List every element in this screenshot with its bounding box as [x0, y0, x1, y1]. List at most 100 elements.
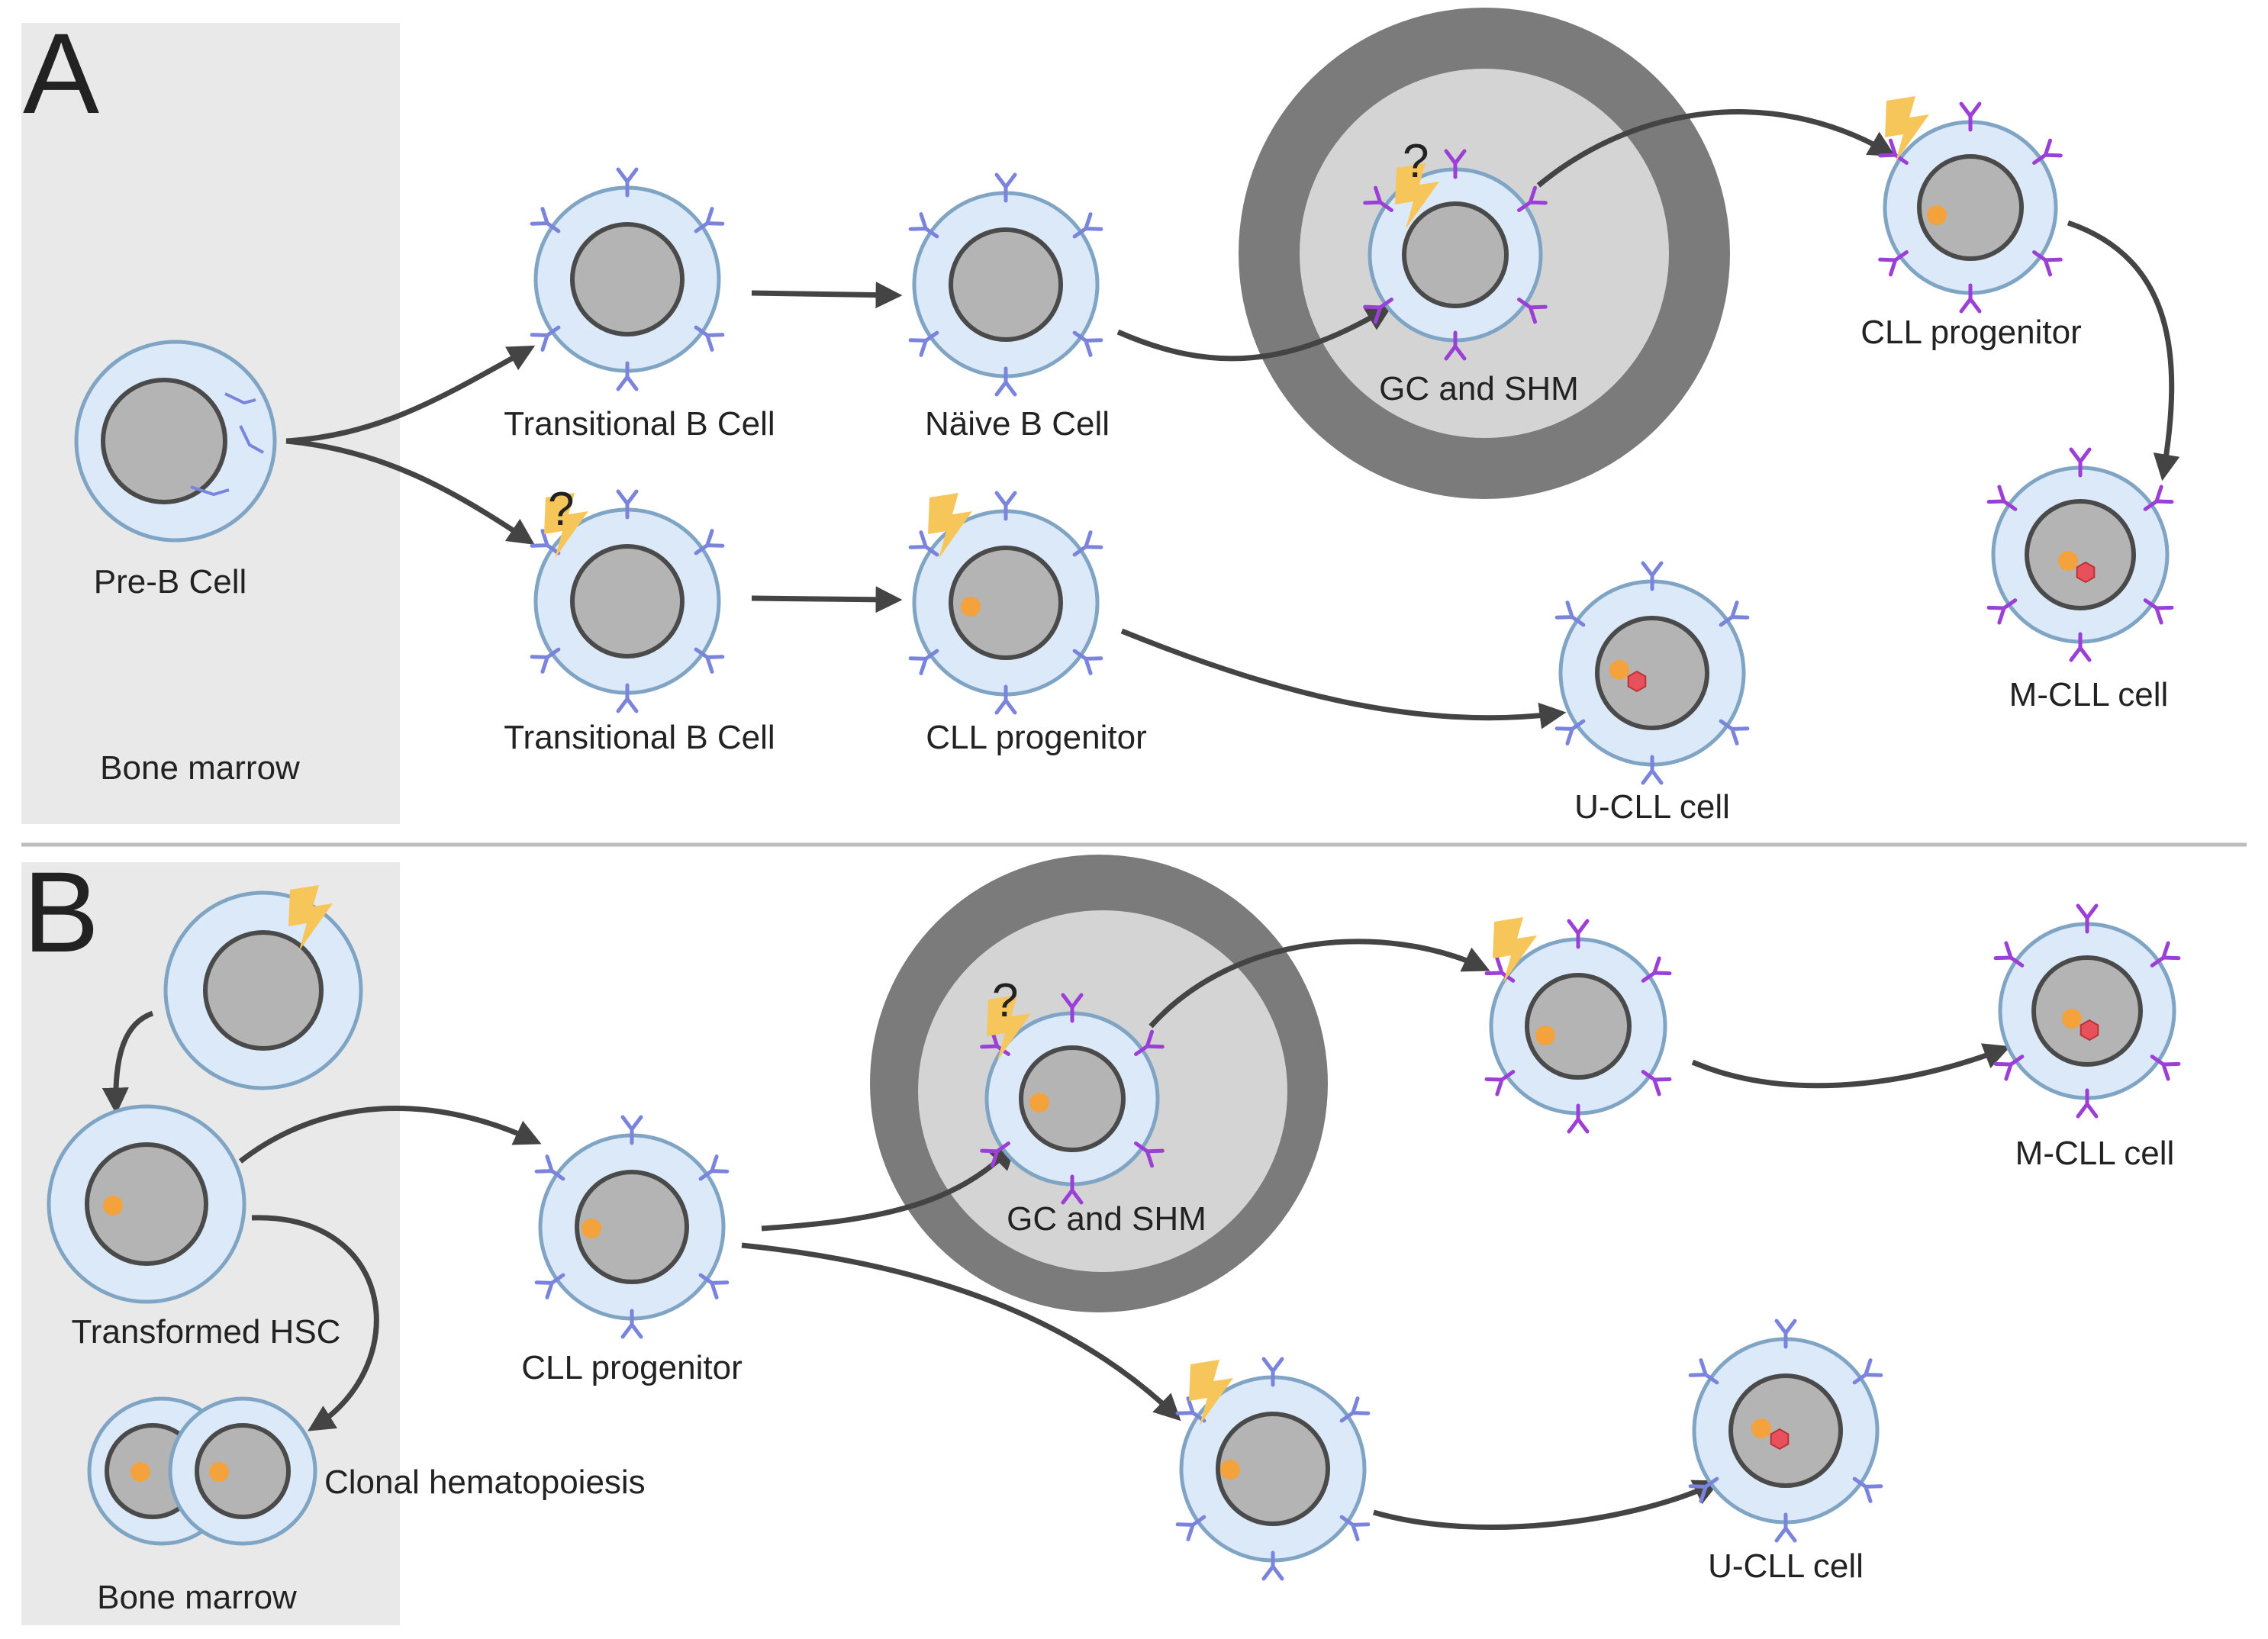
- receptor-icon: [908, 330, 939, 357]
- cell-ucll-a: [1554, 561, 1750, 785]
- mutation-lightning-icon: [1395, 163, 1439, 229]
- receptor-icon: [1567, 1103, 1590, 1134]
- nucleus: [101, 378, 227, 504]
- receptor-icon: [1072, 530, 1103, 557]
- mutation-lightning-icon: [928, 493, 972, 559]
- label-bone-marrow-a: Bone marrow: [100, 749, 300, 787]
- cell-mcll-a: [1986, 447, 2174, 662]
- mutation-lightning-icon: [987, 995, 1031, 1061]
- receptor-icon: [1852, 1476, 1883, 1503]
- arrow-preb-to-transitional-top: [285, 345, 536, 444]
- cells-layer: [47, 96, 2181, 1581]
- first-hit-marker: [209, 1462, 229, 1482]
- receptor-icon: [620, 1115, 643, 1145]
- pre-bcr-chains: [190, 392, 264, 497]
- receptor-icon: [530, 325, 561, 352]
- question-mark-gc-b: ?: [992, 974, 1018, 1027]
- first-hit-marker: [1535, 1026, 1555, 1045]
- receptor-icon: [1641, 956, 1672, 983]
- cell-gc-b-a: [1363, 149, 1548, 361]
- label-cll-progenitor-top: CLL progenitor: [1860, 314, 2081, 351]
- receptor-icon: [1261, 1357, 1284, 1387]
- arrow-cll-progenitor-to-bottom-progenitor: [741, 1242, 1181, 1422]
- cell-gc-b-b: [980, 993, 1165, 1205]
- arrow-naive-to-gc: [1116, 304, 1393, 362]
- arrow-hsc-to-cll-progenitor: [238, 1106, 542, 1164]
- receptor-icon: [530, 529, 561, 555]
- receptor-icon: [1688, 1358, 1719, 1385]
- nucleus: [1402, 201, 1509, 308]
- nucleus: [2025, 499, 2136, 610]
- first-hit-marker: [103, 1196, 123, 1216]
- nucleus: [1019, 1045, 1126, 1152]
- label-transitional-b-cell-top: Transitional B Cell: [504, 405, 775, 443]
- nucleus: [1216, 1412, 1330, 1526]
- nucleus: [1728, 1373, 1843, 1488]
- arrow-preb-to-transitional-bottom: [285, 438, 535, 545]
- cell-cll-progenitor-b-bottom: [1175, 1357, 1371, 1581]
- mutation-lightning-icon: [1493, 917, 1537, 983]
- cell-cll-progenitor-top: [1878, 96, 2063, 314]
- question-mark-gc-a: ?: [1403, 135, 1429, 188]
- label-bone-marrow-b: Bone marrow: [97, 1579, 297, 1616]
- receptor-icon: [1363, 298, 1393, 324]
- receptor-icon: [1986, 598, 2018, 625]
- cell-transitional-b-top: [530, 167, 725, 391]
- receptor-icon: [2032, 250, 2063, 277]
- receptor-icon: [1719, 719, 1750, 745]
- arrows: [101, 109, 2180, 1531]
- receptor-icon: [1072, 330, 1103, 357]
- receptor-icon: [1993, 1055, 2025, 1081]
- label-transitional-b-cell-bottom: Transitional B Cell: [504, 719, 775, 756]
- arrow-cll-progenitor-to-mcll: [2067, 220, 2180, 481]
- receptor-icon: [908, 649, 939, 675]
- receptor-icon: [1641, 755, 1664, 785]
- label-ucll-a: U-CLL cell: [1574, 788, 1730, 826]
- receptor-icon: [694, 647, 725, 674]
- label-cll-progenitor-bottom: CLL progenitor: [926, 719, 1146, 756]
- receptor-icon: [698, 1273, 730, 1299]
- nucleus: [570, 222, 685, 336]
- panel-letter-a: A: [23, 9, 99, 137]
- receptor-icon: [616, 489, 639, 520]
- nucleus: [1525, 973, 1632, 1080]
- nucleus: [2031, 955, 2143, 1067]
- label-mcll-b: M-CLL cell: [2015, 1135, 2175, 1172]
- second-hit-marker: [2076, 561, 2096, 584]
- receptor-icon: [994, 172, 1017, 203]
- receptor-icon: [1339, 1515, 1371, 1541]
- receptor-icon: [908, 212, 939, 239]
- label-clonal-hematopoiesis: Clonal hematopoiesis: [324, 1464, 646, 1501]
- receptor-icon: [1517, 185, 1548, 212]
- receptor-icon: [1072, 212, 1103, 239]
- cell-cll-progenitor-a: [908, 491, 1103, 715]
- cell-clonal-2: [168, 1396, 317, 1546]
- receptor-icon: [1774, 1319, 1797, 1349]
- receptor-icon: [616, 167, 639, 198]
- mutation-lightning-icon: [544, 493, 588, 559]
- label-mcll-a: M-CLL cell: [2009, 676, 2169, 713]
- receptor-icon: [1986, 485, 2018, 511]
- arrow-hsc-to-clonal: [251, 1215, 379, 1431]
- receptor-icon: [1554, 601, 1586, 627]
- first-hit-marker: [2062, 1009, 2082, 1029]
- cell-mcll-b: [1993, 903, 2181, 1119]
- receptor-icon: [1567, 919, 1590, 949]
- receptor-icon: [1993, 941, 2025, 968]
- arrow-cll-progenitor-to-gc-b: [761, 1142, 1017, 1232]
- mutation-lightning-icon: [288, 885, 333, 951]
- receptor-icon: [530, 207, 561, 233]
- receptor-icon: [534, 1273, 565, 1299]
- arrow-transitional-bottom-to-cll-progenitor: [751, 586, 903, 613]
- second-hit-marker: [1627, 670, 1647, 693]
- arrow-cll-progenitor-to-mcll-b: [1691, 1043, 2011, 1089]
- receptor-icon: [2150, 941, 2181, 968]
- nucleus: [203, 930, 324, 1051]
- first-hit-marker: [130, 1462, 150, 1482]
- label-transformed-hsc: Transformed HSC: [72, 1313, 341, 1351]
- second-hit-marker: [2080, 1019, 2099, 1042]
- receptor-icon: [1959, 283, 1982, 314]
- receptor-icon: [1641, 1070, 1672, 1096]
- label-pre-b-cell: Pre-B Cell: [94, 563, 247, 601]
- first-hit-marker: [1029, 1093, 1049, 1113]
